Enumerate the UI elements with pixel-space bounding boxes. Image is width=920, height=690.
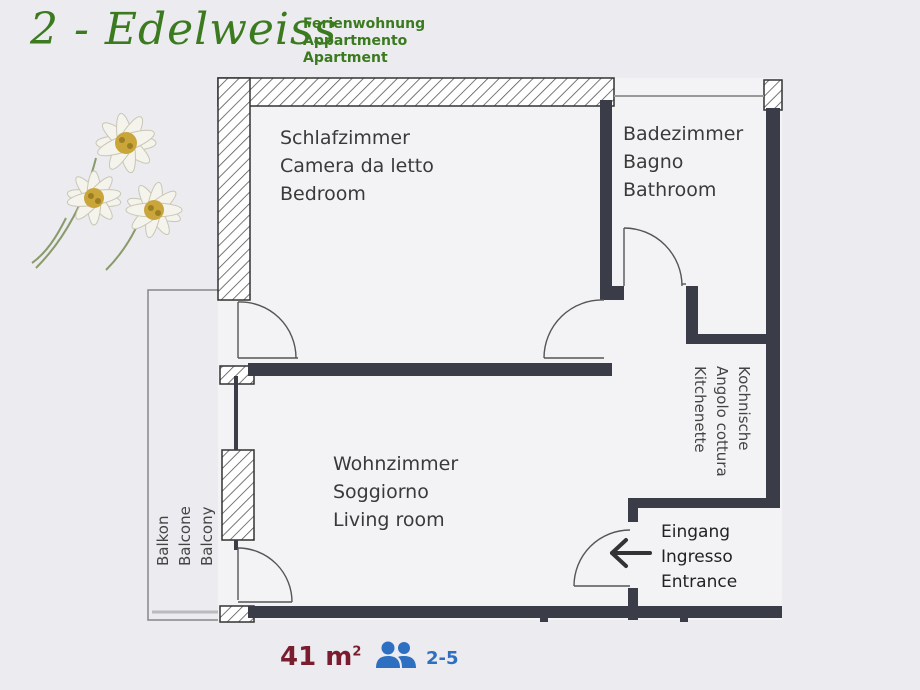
subtitle-en: Apartment — [303, 50, 388, 66]
bedroom-label: Schlafzimmer Camera da letto Bedroom — [280, 124, 434, 208]
bathroom-label-en: Bathroom — [623, 179, 717, 201]
balcony-window-pillar — [221, 449, 255, 541]
balcony-label-it: Balcone — [176, 506, 194, 566]
floor-area — [218, 78, 782, 620]
bedroom-label-en: Bedroom — [280, 183, 366, 205]
entrance-label-it: Ingresso — [661, 547, 733, 567]
bedroom-label-de: Schlafzimmer — [280, 127, 410, 149]
balcony-outline — [147, 289, 218, 621]
bottom-stubs — [540, 616, 688, 622]
logo-subtitles: Ferienwohnung Appartmento Apartment — [303, 16, 425, 67]
balcony-label: Balkon Balcone Balcony — [152, 440, 218, 566]
area-value: 41 m — [280, 642, 353, 672]
subtitle-it: Appartmento — [303, 33, 408, 49]
living-label-en: Living room — [333, 509, 445, 531]
people-icon — [376, 641, 416, 668]
kitchen-label-de: Kochnische — [735, 366, 753, 451]
logo-title: 2 - Edelweiss — [30, 4, 338, 55]
entrance-label: Eingang Ingresso Entrance — [661, 520, 737, 595]
bathroom-label-it: Bagno — [623, 151, 684, 173]
kitchenette-label: Kochnische Angolo cottura Kitchenette — [689, 366, 755, 496]
balcony-label-de: Balkon — [154, 515, 172, 567]
top-wall-hatched — [217, 77, 615, 107]
bedroom-label-it: Camera da letto — [280, 155, 434, 177]
living-label-it: Soggiorno — [333, 481, 429, 503]
area-unit-sup: 2 — [352, 644, 362, 660]
living-room-label: Wohnzimmer Soggiorno Living room — [333, 450, 458, 534]
walls — [234, 100, 782, 620]
kitchen-label-en: Kitchenette — [691, 366, 709, 453]
left-wall-hatched — [217, 77, 251, 301]
right-column-hatched — [763, 79, 783, 111]
arrow-left-icon — [610, 538, 652, 568]
balcony-label-en: Balcony — [198, 506, 216, 566]
living-label-de: Wohnzimmer — [333, 453, 459, 475]
subtitle-de: Ferienwohnung — [303, 16, 426, 32]
guests-count: 2-5 — [426, 648, 459, 669]
entrance-label-de: Eingang — [661, 522, 731, 542]
doors — [237, 227, 686, 603]
area-readout: 41 m2 — [280, 642, 361, 672]
bathroom-label-de: Badezimmer — [623, 123, 744, 145]
entrance-label-en: Entrance — [661, 572, 738, 592]
bathroom-label: Badezimmer Bagno Bathroom — [623, 120, 743, 204]
edelweiss-flower-icon — [31, 112, 183, 271]
kitchen-label-it: Angolo cottura — [713, 366, 731, 477]
